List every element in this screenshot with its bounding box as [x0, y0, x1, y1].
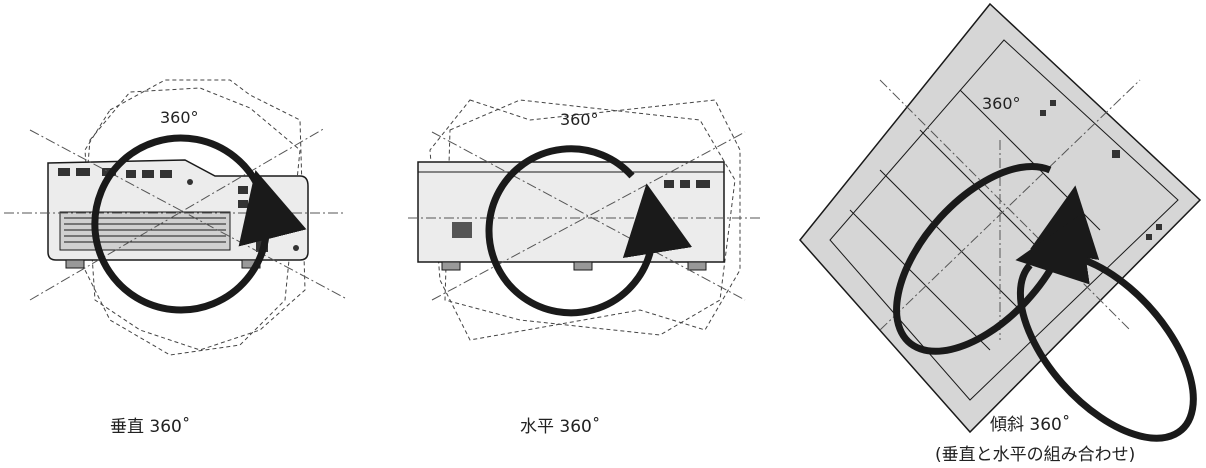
caption-horizontal: 水平 360˚ — [520, 417, 601, 437]
dashed-rotation-outline — [79, 79, 306, 356]
caption-tilt: 傾斜 360˚ — [990, 415, 1071, 435]
rotation-arrow — [485, 145, 692, 317]
projector-front-view — [417, 161, 725, 271]
dashed-rotation-outline — [429, 99, 741, 341]
caption-vertical: 垂直 360˚ — [110, 417, 191, 437]
rotation-arrow — [91, 134, 307, 314]
rotation-axes — [408, 131, 760, 301]
rotation-arrows — [893, 163, 1197, 442]
caption-tilt-sub: (垂直と水平の組み合わせ) — [935, 445, 1136, 465]
angle-label-vertical: 360° — [160, 108, 199, 127]
panel-horizontal — [408, 99, 760, 341]
panel-vertical — [4, 79, 346, 356]
rotation-axes — [879, 79, 1141, 340]
panel-tilt — [799, 2, 1202, 442]
angle-label-horizontal: 360° — [560, 110, 599, 129]
angle-label-tilt: 360° — [982, 94, 1021, 113]
